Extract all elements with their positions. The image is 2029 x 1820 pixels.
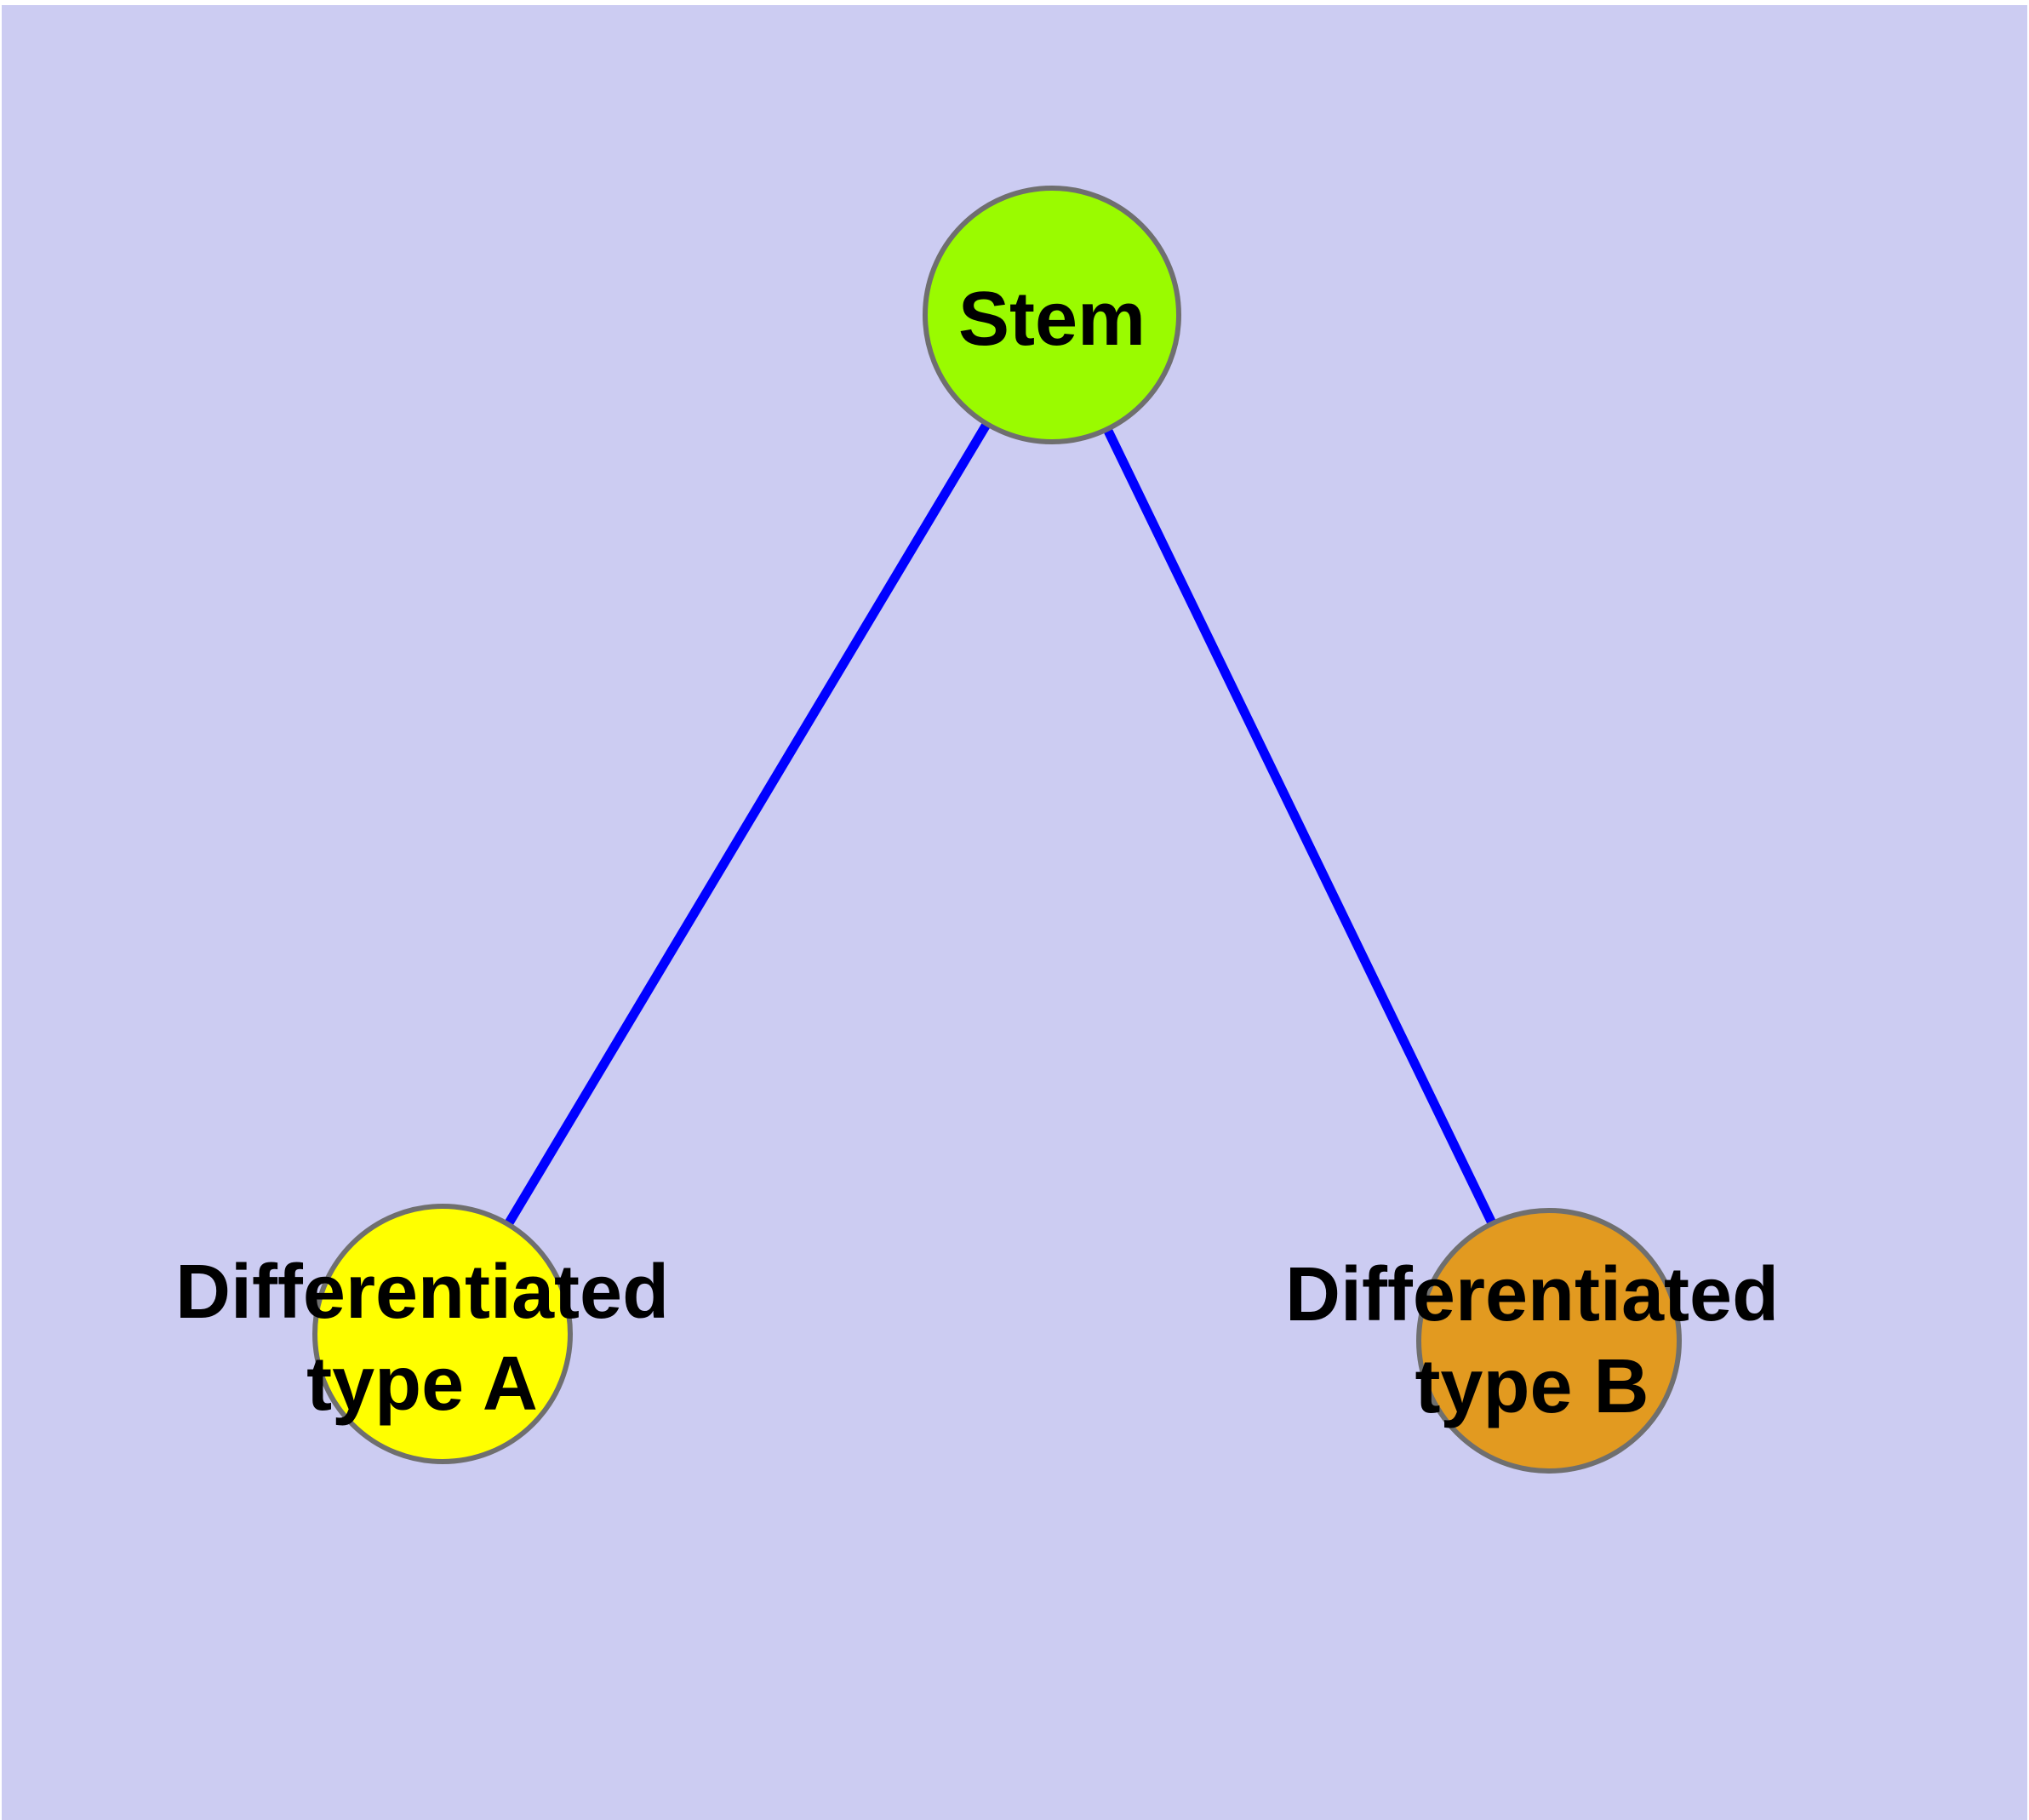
edge-stem-to-diff-b [1048, 312, 1553, 1343]
node-diff-b [1416, 1208, 1682, 1474]
node-diff-a [312, 1204, 573, 1464]
edge-stem-to-diff-a [438, 312, 1056, 1336]
node-stem [923, 186, 1181, 444]
